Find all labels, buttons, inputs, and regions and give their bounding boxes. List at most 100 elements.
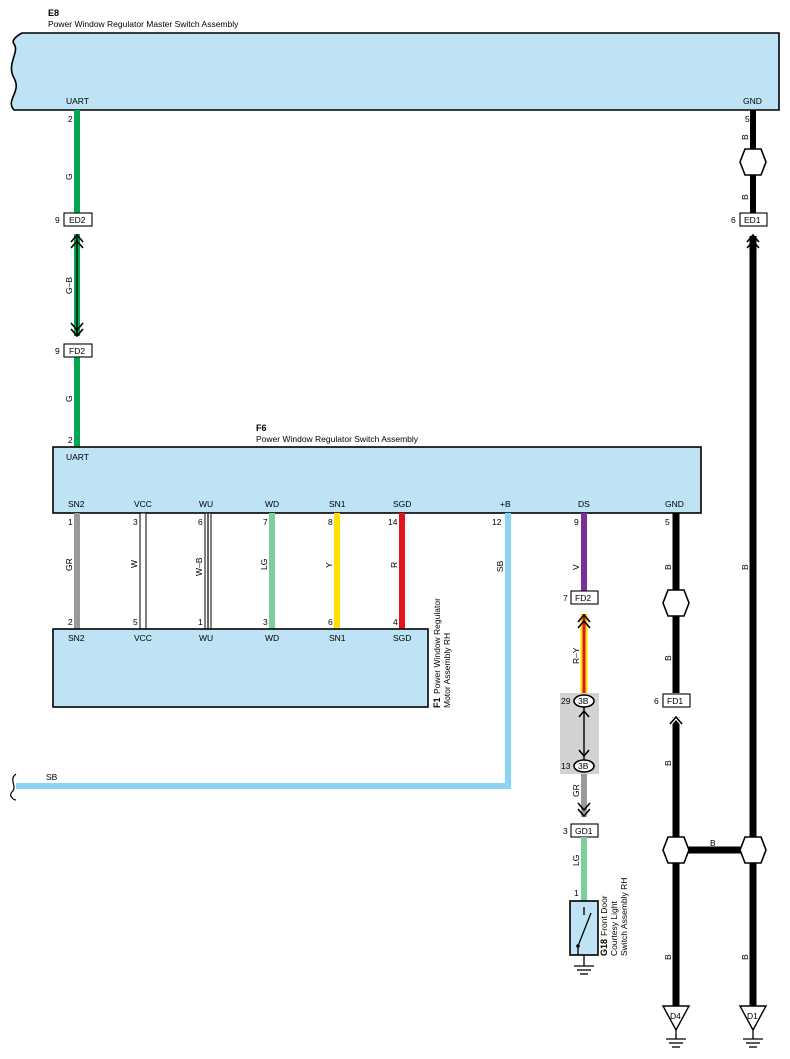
wire-label-g-lower: G [64, 395, 74, 402]
pin-gd1: 3 [563, 826, 568, 836]
ground-d1-symbol-icon [743, 1038, 763, 1048]
pin-f1-wd: 3 [263, 617, 268, 627]
pin-f6-wd: 7 [263, 517, 268, 527]
splice-octagon-icon [739, 148, 767, 176]
ed1-arrow-icon [746, 233, 760, 243]
wire-label-d1-lead: B [740, 954, 750, 960]
f1-component-box [52, 628, 429, 708]
pin-jb-bottom: 13 [561, 761, 571, 771]
connector-ed2 [63, 212, 93, 227]
wire-label-f6-gnd-upper: B [663, 564, 673, 570]
wire-label-wb: W–B [194, 557, 204, 576]
connector-ed1-label: ED1 [744, 215, 761, 225]
f6-pin-ds: DS [578, 499, 590, 509]
ed2-arrow-icon [70, 233, 84, 243]
connector-fd2-right [570, 590, 599, 605]
f6-pin-wu: WU [199, 499, 213, 509]
wire-label-f6-gnd-lower: B [663, 760, 673, 766]
pin-f1-sn2: 2 [68, 617, 73, 627]
fd2-arrow-icon [70, 328, 84, 338]
wire-label-lg: LG [259, 559, 269, 570]
g18-name-line2: Courtesy Light [609, 901, 619, 956]
e8-pin-uart: UART [66, 96, 89, 106]
f1-pin-sn1: SN1 [329, 633, 346, 643]
pin-f6-sn2: 1 [68, 517, 73, 527]
wire-label-ds-lg: LG [571, 855, 581, 866]
pin-fd2-right: 7 [563, 593, 568, 603]
f6-name: Power Window Regulator Switch Assembly [256, 434, 419, 444]
connector-fd1-label: FD1 [667, 696, 683, 706]
splice-right-icon [739, 836, 767, 864]
wire-label-g-upper: G [64, 173, 74, 180]
f6-pin-sn2: SN2 [68, 499, 85, 509]
junction-3b-bottom [573, 759, 595, 773]
junction-3b-bottom-label: 3B [578, 761, 589, 771]
f1-pin-vcc: VCC [134, 633, 152, 643]
ground-d4-icon [661, 1005, 691, 1032]
wire-vcc [139, 512, 147, 630]
pin-e8-gnd: 5 [745, 114, 750, 124]
fd1-arrow-icon [669, 715, 683, 725]
e8-pin-gnd: GND [743, 96, 762, 106]
ground-d1-label: D1 [747, 1011, 758, 1021]
f1-code: F1 [432, 697, 442, 708]
pin-g18: 1 [574, 888, 579, 898]
gd1-arrow-icon [577, 808, 591, 818]
jb-arrow-down-icon [578, 749, 590, 758]
g18-name-line3: Switch Assembly RH [619, 878, 629, 956]
wire-label-gr: GR [64, 558, 74, 571]
wire-label-sb-vertical: SB [495, 560, 505, 572]
f1-pin-sgd: SGD [393, 633, 411, 643]
wire-label-r: R [389, 562, 399, 568]
e8-name: Power Window Regulator Master Switch Ass… [48, 19, 239, 29]
pin-ed1: 6 [731, 215, 736, 225]
f6-component-box [52, 446, 702, 514]
splice-left-icon [662, 836, 690, 864]
f6-pin-wd: WD [265, 499, 279, 509]
wire-label-w: W [129, 560, 139, 568]
f6-pin-sn1: SN1 [329, 499, 346, 509]
pin-f6-b: 12 [492, 517, 502, 527]
connector-fd2-right-label: FD2 [575, 593, 591, 603]
f6-pin-uart: UART [66, 452, 89, 462]
wire-label-b-2: B [740, 194, 750, 200]
pin-f6-sn1: 8 [328, 517, 333, 527]
pin-f1-sn1: 6 [328, 617, 333, 627]
pin-jb-top: 29 [561, 696, 571, 706]
wire-label-v: V [571, 564, 581, 570]
pin-f6-sgd: 14 [388, 517, 398, 527]
g18-ground-icon [574, 965, 594, 975]
wire-label-sb-horizontal: SB [46, 772, 58, 782]
wire-break-icon [10, 773, 17, 801]
f6-pin-sgd: SGD [393, 499, 411, 509]
wire-label-b-1: B [740, 134, 750, 140]
wire-label-d4-lead: B [663, 954, 673, 960]
connector-fd2-left-label: FD2 [69, 346, 85, 356]
fd2-right-arrow-icon [577, 613, 591, 623]
connector-fd1 [662, 693, 691, 708]
pin-f6-gnd: 5 [665, 517, 670, 527]
switch-contact-icon [577, 912, 592, 947]
connector-ed1 [739, 212, 768, 227]
wire-label-ds-gr: GR [571, 784, 581, 797]
pin-f1-sgd: 4 [393, 617, 398, 627]
wire-label-b-right: B [740, 564, 750, 570]
f1-label-group: F1 Power Window Regulator Motor Assembly… [432, 598, 452, 708]
f1-name-line2: Motor Assembly RH [442, 633, 452, 708]
pin-f6-wu: 6 [198, 517, 203, 527]
wire-label-ry: R–Y [571, 647, 581, 664]
f1-pin-wu: WU [199, 633, 213, 643]
f1-pin-wd: WD [265, 633, 279, 643]
connector-gd1-label: GD1 [575, 826, 593, 836]
pin-ed2: 9 [55, 215, 60, 225]
f6-pin-gnd: GND [665, 499, 684, 509]
f1-pin-sn2: SN2 [68, 633, 85, 643]
wire-label-bridge: B [710, 838, 716, 848]
f6-pin-b: +B [500, 499, 511, 509]
splice-f6-icon [662, 589, 690, 617]
f6-code: F6 [256, 423, 267, 433]
jb-arrow-up-icon [578, 709, 590, 718]
pin-fd2-left: 9 [55, 346, 60, 356]
ground-d1-icon [738, 1005, 768, 1032]
